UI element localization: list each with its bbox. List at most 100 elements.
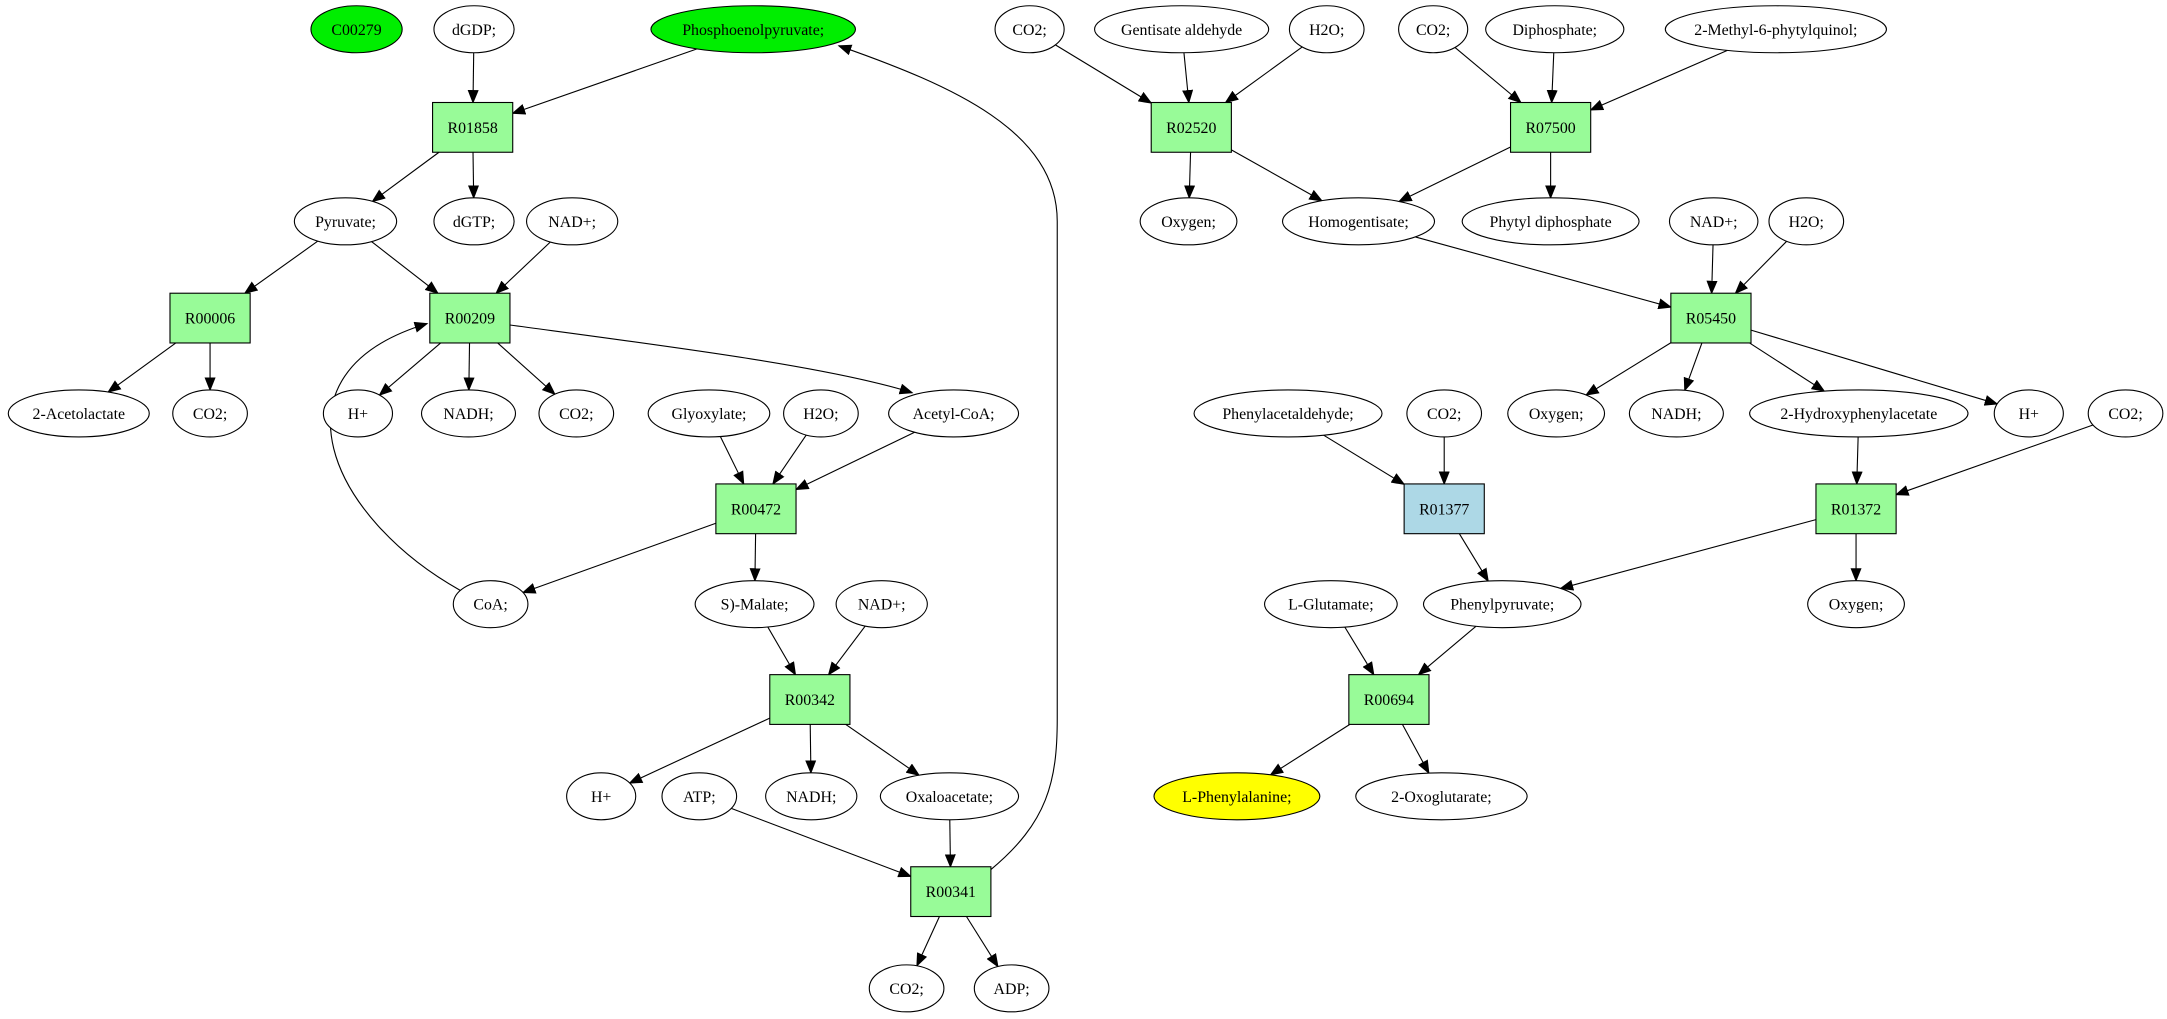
edge-pyruvate-to-r00006 [243, 240, 319, 295]
compound-node-nadhb[interactable]: NADH; [1628, 389, 1724, 438]
compound-ellipse [2087, 389, 2164, 438]
edge-co2f-to-r01372 [1894, 424, 2094, 496]
reaction-node-r00341[interactable]: R00341 [910, 866, 992, 918]
node-label: Oxygen; [1161, 214, 1216, 231]
compound-node-hpa[interactable]: H+ [322, 389, 394, 438]
node-label: R00341 [926, 884, 976, 901]
compound-ellipse [1281, 197, 1436, 246]
compound-node-oxyb[interactable]: Oxygen; [1507, 389, 1606, 438]
compound-node-diphos[interactable]: Diphosphate; [1485, 5, 1625, 54]
edge-nadb-to-r05450 [1706, 244, 1718, 295]
edge-m6pq-to-r07500 [1589, 49, 1728, 111]
compound-ellipse [765, 772, 858, 821]
compound-node-co2f[interactable]: CO2; [2087, 389, 2164, 438]
edge-r00209-to-hpa [378, 342, 442, 396]
compound-node-co2e[interactable]: CO2; [1406, 389, 1483, 438]
edge-coa-to-r00209 [329, 321, 461, 591]
edge-nada-to-r00209 [495, 241, 551, 295]
edge-r00472-to-malate [749, 533, 761, 583]
compound-node-acoa[interactable]: Acetyl-CoA; [888, 389, 1020, 438]
compound-node-glyox[interactable]: Glyoxylate; [647, 389, 771, 438]
compound-ellipse [293, 197, 398, 246]
node-label: R01858 [448, 120, 498, 137]
compound-node-h2oc[interactable]: H2O; [783, 389, 859, 438]
edge-r05450-to-hpb [1750, 329, 1999, 406]
compound-node-nada[interactable]: NAD+; [525, 197, 619, 246]
compound-node-gentald[interactable]: Gentisate aldehyde [1094, 5, 1270, 54]
compound-node-co2c[interactable]: CO2; [172, 389, 248, 438]
reaction-node-r05450[interactable]: R05450 [1670, 292, 1752, 344]
reaction-node-r01377[interactable]: R01377 [1403, 483, 1485, 535]
compound-node-oxaloac[interactable]: Oxaloacetate; [879, 772, 1020, 821]
compound-node-oxya[interactable]: Oxygen; [1139, 197, 1238, 246]
compound-node-nadc[interactable]: NAD+; [835, 580, 928, 629]
compound-node-co2b[interactable]: CO2; [1398, 5, 1469, 54]
compound-node-dgtp[interactable]: dGTP; [433, 197, 515, 246]
compound-node-phald[interactable]: Phenylacetaldehyde; [1193, 389, 1383, 438]
reaction-node-r00006[interactable]: R00006 [169, 292, 251, 344]
compound-node-adp[interactable]: ADP; [973, 964, 1050, 1013]
compound-node-phytyl[interactable]: Phytyl diphosphate [1461, 197, 1640, 246]
edge-acoa-to-r00472 [794, 431, 915, 491]
compound-node-homog[interactable]: Homogentisate; [1281, 197, 1436, 246]
reaction-node-r00209[interactable]: R00209 [429, 292, 511, 344]
compound-node-hpac[interactable]: 2-Hydroxyphenylacetate [1749, 389, 1969, 438]
reaction-box [769, 674, 851, 725]
compound-node-atp[interactable]: ATP; [661, 772, 738, 821]
compound-node-pyruvate[interactable]: Pyruvate; [293, 197, 398, 246]
node-label: R05450 [1686, 311, 1736, 328]
reaction-node-r00472[interactable]: R00472 [715, 483, 797, 535]
node-label: S)-Malate; [721, 597, 789, 614]
compound-node-hpc[interactable]: H+ [566, 772, 637, 821]
compound-node-dgdp[interactable]: dGDP; [433, 5, 515, 54]
node-label: R00006 [185, 311, 235, 328]
edge-r00694-to-oxoglu [1401, 724, 1430, 775]
compound-ellipse [452, 580, 529, 629]
reaction-node-r00694[interactable]: R00694 [1348, 674, 1430, 725]
node-label: CO2; [1427, 406, 1461, 423]
compound-node-nadha[interactable]: NADH; [420, 389, 517, 438]
reaction-node-r01858[interactable]: R01858 [432, 101, 514, 153]
node-label: Homogentisate; [1308, 214, 1409, 231]
compound-node-m6pq[interactable]: 2-Methyl-6-phytylquinol; [1664, 5, 1888, 54]
node-label: 2-Methyl-6-phytylquinol; [1694, 22, 1857, 39]
reaction-box [1403, 483, 1485, 535]
compound-node-coa[interactable]: CoA; [452, 580, 529, 629]
compound-node-pep[interactable]: Phosphoenolpyruvate; [650, 5, 857, 54]
compound-node-co2g[interactable]: CO2; [868, 964, 945, 1013]
compound-node-malate[interactable]: S)-Malate; [694, 580, 815, 629]
node-label: 2-Acetolactate [33, 406, 126, 423]
edge-hpac-to-r01372 [1851, 436, 1863, 486]
compound-node-c00279[interactable]: C00279 [310, 5, 403, 54]
node-label: CO2; [2108, 406, 2142, 423]
reaction-box [715, 483, 797, 535]
reaction-node-r02520[interactable]: R02520 [1150, 101, 1232, 153]
compound-node-acetolac[interactable]: 2-Acetolactate [7, 389, 150, 438]
compound-ellipse [1422, 580, 1582, 629]
compound-ellipse [420, 389, 517, 438]
edge-glyox-to-r00472 [719, 436, 745, 486]
reaction-box [910, 866, 992, 918]
edge-r00472-to-coa [521, 522, 717, 594]
reaction-node-r01372[interactable]: R01372 [1815, 483, 1897, 535]
compound-node-co2d[interactable]: CO2; [538, 389, 615, 438]
node-label: NADH; [443, 406, 493, 423]
edge-r00209-to-co2d [497, 342, 556, 396]
compound-node-h2oa[interactable]: H2O; [1288, 5, 1365, 54]
reaction-node-r07500[interactable]: R07500 [1509, 101, 1592, 153]
reaction-node-r00342[interactable]: R00342 [769, 674, 851, 725]
compound-node-oxoglu[interactable]: 2-Oxoglutarate; [1355, 772, 1528, 821]
compound-node-hpb[interactable]: H+ [1993, 389, 2064, 438]
compound-ellipse [1668, 197, 1759, 246]
compound-node-nadhc[interactable]: NADH; [765, 772, 858, 821]
compound-node-nadb[interactable]: NAD+; [1668, 197, 1759, 246]
compound-node-lphe[interactable]: L-Phenylalanine; [1153, 772, 1321, 821]
compound-node-oxyc[interactable]: Oxygen; [1807, 580, 1905, 629]
compound-ellipse [322, 389, 394, 438]
compound-node-h2ob[interactable]: H2O; [1768, 197, 1845, 246]
edge-r00209-to-nadha [463, 342, 475, 392]
compound-node-lglu[interactable]: L-Glutamate; [1263, 580, 1398, 629]
compound-node-co2a[interactable]: CO2; [994, 5, 1065, 54]
compound-node-phpyr[interactable]: Phenylpyruvate; [1422, 580, 1582, 629]
compound-ellipse [973, 964, 1050, 1013]
